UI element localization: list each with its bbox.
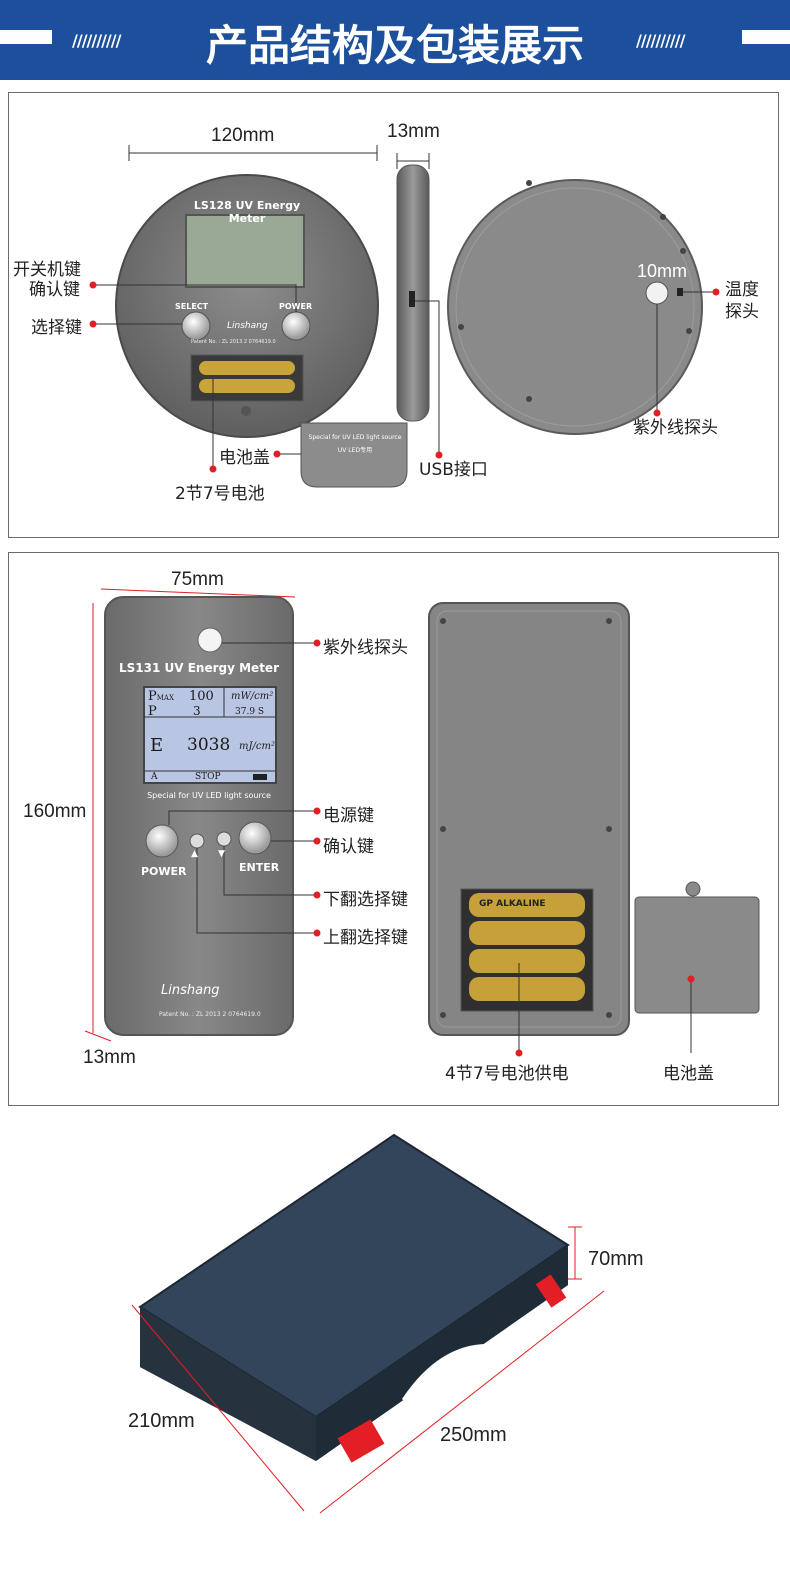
lcd-p-value: 3	[193, 704, 201, 718]
case-height-dim: 70mm	[588, 1248, 644, 1270]
ls131-brand: Linshang	[161, 983, 220, 998]
callout-ls131-uv-probe: 紫外线探头	[323, 638, 408, 658]
callout-ls131-down-key: 下翻选择键	[323, 890, 408, 910]
ls128-illustration	[89, 145, 720, 488]
lcd-e-unit: mJ/cm²	[239, 741, 275, 752]
banner-stripes-left: //////////	[72, 31, 121, 50]
ls131-enter-label: ENTER	[239, 861, 280, 874]
page-title: 产品结构及包装展示	[205, 21, 584, 70]
lcd-p-label: P	[148, 704, 157, 719]
case-depth-dim: 210mm	[128, 1410, 195, 1432]
ls131-power-label: POWER	[141, 865, 187, 878]
carry-case-illustration	[131, 1133, 605, 1514]
callout-ls131-power-key: 电源键	[323, 806, 374, 826]
callout-power-key: 开关机键	[13, 260, 81, 280]
case-width-dim: 250mm	[440, 1424, 507, 1446]
ls128-power-label: POWER	[279, 302, 313, 311]
ls128-cover-text-1: Special for UV LED light source	[308, 434, 402, 441]
callout-confirm-key: 确认键	[29, 280, 80, 300]
lcd-p-extra: 37.9 S	[235, 707, 265, 717]
panel-ls128: 120mm 13mm 10mm LS128 UV Energy Meter SE…	[8, 92, 779, 538]
lcd-pmax-unit: mW/cm²	[231, 691, 274, 702]
callout-temp-probe-1: 温度	[725, 280, 759, 300]
ls131-special-text: Special for UV LED light source	[147, 791, 271, 800]
callout-ls131-confirm-key: 确认键	[323, 837, 374, 857]
ls128-width-dim: 120mm	[211, 125, 275, 146]
callout-temp-probe-2: 探头	[725, 302, 759, 322]
ls128-select-label: SELECT	[175, 302, 209, 311]
down-arrow-icon: ▼	[218, 849, 225, 859]
ls128-device-title: LS128 UV Energy Meter	[193, 199, 301, 225]
lcd-pmax-label: PMAX	[148, 689, 174, 704]
callout-batteries: 2节7号电池	[175, 484, 265, 504]
callout-ls131-batteries: 4节7号电池供电	[445, 1064, 569, 1084]
ls128-patent: Patent No. : ZL 2013 2 0764619.0	[191, 339, 276, 345]
ls131-thickness-dim: 13mm	[83, 1047, 136, 1068]
ls131-illustration	[84, 588, 760, 1057]
callout-uv-probe: 紫外线探头	[633, 418, 718, 438]
lcd-status: STOP	[195, 772, 221, 782]
ls131-patent: Patent No. : ZL 2013 2 0764619.0	[159, 1011, 261, 1018]
ls128-probe-dim: 10mm	[637, 261, 688, 281]
header-banner: ////////// ////////// 产品结构及包装展示	[0, 0, 790, 80]
callout-ls131-up-key: 上翻选择键	[323, 928, 408, 948]
ls131-device-title: LS131 UV Energy Meter	[119, 661, 279, 675]
callout-ls131-cover: 电池盖	[663, 1064, 714, 1084]
ls128-cover-text-2: UV LED专用	[337, 447, 373, 454]
lcd-pmax-value: 100	[189, 689, 214, 704]
callout-battery-cover: 电池盖	[219, 448, 270, 468]
callout-select-key: 选择键	[31, 318, 82, 338]
lcd-e-label: E	[150, 735, 164, 756]
ls128-thickness-dim: 13mm	[387, 121, 440, 142]
ls131-height-dim: 160mm	[23, 801, 87, 822]
banner-stripes-right: //////////	[636, 31, 685, 50]
lcd-e-value: 3038	[187, 735, 231, 755]
banner-bar-left	[0, 30, 52, 44]
up-arrow-icon: ▲	[191, 849, 198, 859]
ls131-width-dim: 75mm	[171, 569, 224, 590]
callout-usb-port: USB接口	[419, 460, 488, 480]
battery-brand-text: GP ALKALINE	[479, 899, 546, 909]
panel-ls131: 75mm 160mm 13mm LS131 UV Energy Meter PM…	[8, 552, 779, 1106]
banner-bar-right	[742, 30, 790, 44]
ls128-brand: Linshang	[227, 321, 268, 331]
lcd-mode: A	[151, 772, 158, 782]
